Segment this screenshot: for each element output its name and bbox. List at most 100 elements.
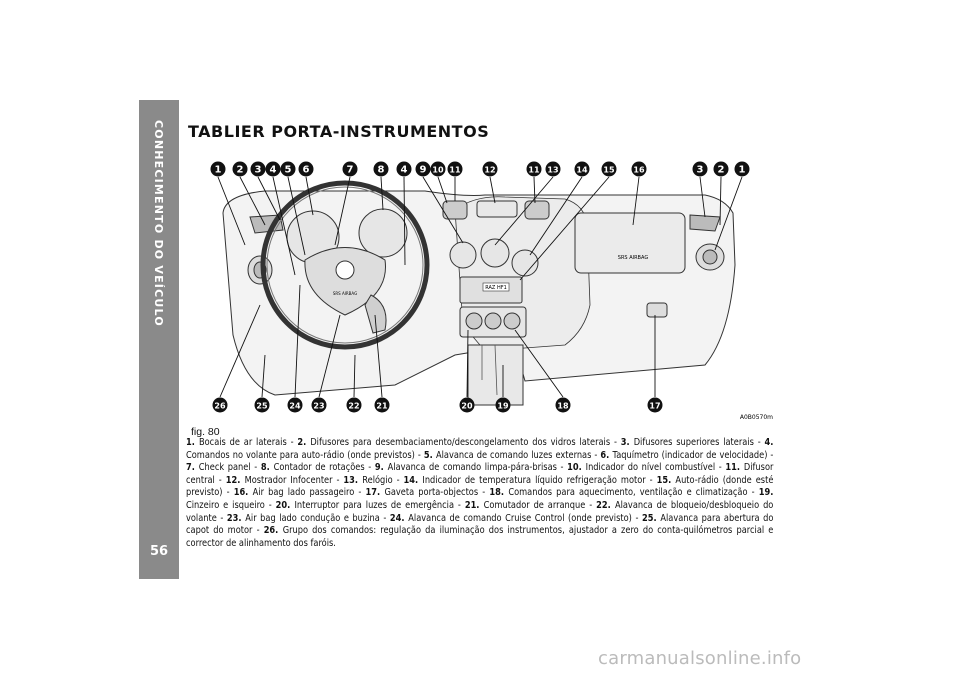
- page-title: TABLIER PORTA-INSTRUMENTOS: [188, 122, 490, 141]
- legend-item-text: Check panel: [198, 462, 251, 474]
- leader-line: [514, 329, 564, 398]
- leader-line: [334, 176, 351, 246]
- alfa-logo: [335, 260, 355, 280]
- legend-number: 7.: [186, 462, 199, 474]
- legend-item-text: Alavanca de comando Cruise Control (onde…: [408, 512, 632, 524]
- callout-marker: [346, 397, 362, 413]
- legend-item-text: Difusores superiores laterais: [633, 437, 754, 448]
- leader-lines: [217, 176, 743, 398]
- callout-number: 10: [432, 166, 444, 175]
- legend-number: 25.: [641, 512, 661, 524]
- legend-item-text: Alavanca de bloqueio/desbloqueio do vola…: [186, 499, 774, 524]
- legend-number: 19.: [758, 487, 774, 499]
- sidebar: [139, 100, 179, 579]
- callout-number: 14: [576, 166, 588, 175]
- leader-line: [699, 176, 706, 218]
- svg-text:A0B0570m: A0B0570m: [740, 414, 773, 421]
- callout-marker: [482, 161, 498, 177]
- leader-line: [318, 314, 341, 398]
- legend-number: 11.: [725, 462, 744, 474]
- svg-text:SRS AIRBAG: SRS AIRBAG: [618, 255, 649, 261]
- clock: [480, 238, 510, 268]
- callout-number: 2: [237, 165, 244, 176]
- legend-item-text: Air bag lado condução e buzina: [245, 512, 380, 524]
- callout-number: 11: [449, 166, 461, 175]
- callout-number: 19: [497, 402, 509, 411]
- legend-number: 26.: [263, 525, 283, 537]
- callout-number: 9: [420, 165, 427, 176]
- legend-item-text: Interruptor para luzes de emergência: [294, 499, 455, 511]
- svg-text:RAZ HF1: RAZ HF1: [485, 285, 507, 291]
- leader-line: [239, 176, 266, 226]
- legend-item-text: Indicador de temperatura líquido refrige…: [422, 474, 646, 486]
- callout-marker: [298, 161, 314, 177]
- legend-item-text: Cinzeiro e isqueiro: [186, 499, 265, 511]
- leader-line: [437, 176, 448, 204]
- callout-marker: [526, 161, 542, 177]
- leader-line: [494, 176, 554, 246]
- dashboard-figure: SRS AIRBAG RAZ HF1 SRS AIRBAG A0B0570m 1…: [210, 161, 773, 421]
- callout-marker: [374, 397, 390, 413]
- callout-number: 4: [401, 165, 408, 176]
- legend-number: 18.: [489, 487, 509, 499]
- legend-number: 2.: [297, 437, 311, 448]
- legend-item-text: Indicador do nível combustível: [585, 462, 716, 474]
- legend-item-text: Taquímetro (indicador de velocidade): [612, 449, 768, 461]
- legend-number: 16.: [233, 487, 253, 499]
- legend-number: 12.: [225, 474, 245, 486]
- legend-number: 14.: [403, 474, 423, 486]
- legend-item-text: Comandos para aquecimento, ventilação e …: [508, 487, 748, 499]
- legend-item-text: Alavanca para abertura do capot do motor: [186, 512, 774, 537]
- callout-number: 21: [376, 402, 388, 411]
- callout-marker: [287, 397, 303, 413]
- legend-number: 15.: [656, 474, 676, 486]
- legend-number: 6.: [600, 449, 613, 461]
- steering-wheel: [260, 180, 430, 350]
- legend-item-text: Alavanca de comando limpa-pára-brisas: [387, 462, 557, 474]
- callout-marker: [734, 161, 750, 177]
- page-number: 56: [149, 544, 169, 559]
- callout-number: 15: [603, 166, 615, 175]
- legend-number: 20.: [275, 499, 295, 511]
- callout-number: 23: [313, 402, 324, 411]
- callout-number: 24: [289, 402, 301, 411]
- leader-line: [305, 176, 314, 216]
- leader-line: [466, 329, 469, 398]
- legend-item-text: Difusor central: [186, 462, 774, 486]
- callout-number: 12: [484, 166, 495, 175]
- svg-text:SRS AIRBAG: SRS AIRBAG: [333, 291, 357, 296]
- legend-item-text: Auto-rádio (donde esté previsto): [186, 474, 774, 499]
- legend-item-text: Alavanca de comando luzes externas: [435, 449, 592, 461]
- callout-marker: [210, 161, 226, 177]
- leader-line: [294, 284, 301, 398]
- legend-item-text: Comutador de arranque: [483, 499, 586, 511]
- callout-number: 16: [633, 166, 645, 175]
- steering-hub: [304, 247, 386, 316]
- leader-line: [714, 176, 743, 251]
- legend-number: 10.: [567, 462, 586, 474]
- callout-marker: [232, 161, 248, 177]
- callout-number: 11: [528, 166, 540, 175]
- legend-item-text: Contador de rotações: [273, 462, 365, 474]
- leader-line: [519, 176, 610, 281]
- leader-line: [489, 176, 496, 204]
- legend-number: 4.: [764, 437, 774, 448]
- callout-number: 7: [347, 165, 354, 176]
- callout-number: 22: [348, 402, 359, 411]
- legend-item-text: Difusores para desembaciamento/descongel…: [310, 437, 611, 448]
- callout-number: 20: [461, 402, 473, 411]
- callout-number: 26: [214, 402, 226, 411]
- callout-number: 8: [378, 165, 385, 176]
- leader-line: [272, 176, 296, 276]
- legend-number: 5.: [423, 449, 436, 461]
- callout-number: 1: [739, 165, 746, 176]
- callout-marker: [373, 161, 389, 177]
- callout-marker: [692, 161, 708, 177]
- infocenter-display: [476, 200, 518, 218]
- temperature-gauge: [511, 249, 539, 277]
- leader-line: [219, 304, 261, 398]
- leader-line: [380, 176, 384, 211]
- figure-label: fig. 80: [191, 426, 220, 438]
